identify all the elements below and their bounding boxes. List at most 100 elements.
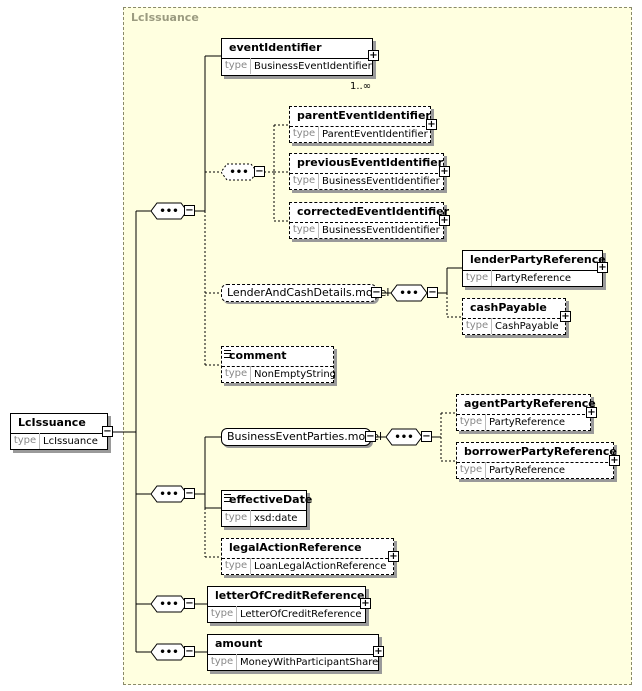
sequence-icon: ••• [150, 643, 189, 666]
minus-box-icon[interactable]: − [365, 431, 376, 442]
element-name: cashPayable [470, 301, 547, 314]
plus-box-icon[interactable]: + [368, 50, 379, 61]
plus-box-icon[interactable]: + [597, 262, 608, 273]
documentation-icon [224, 350, 231, 358]
minus-box-icon[interactable]: − [184, 488, 195, 499]
element-amount[interactable]: amount type MoneyWithParticipantShare [207, 634, 379, 671]
type-value: PartyReference [489, 417, 566, 428]
minus-box-icon[interactable]: − [254, 166, 265, 177]
model-business-event-parties[interactable]: BusinessEventParties.model [221, 428, 382, 446]
element-name: LcIssuance [18, 416, 86, 429]
model-lender-and-cash-details[interactable]: LenderAndCashDetails.model [221, 284, 389, 302]
plus-box-icon[interactable]: + [609, 455, 620, 466]
type-label: type [290, 222, 319, 238]
element-legal-action-reference[interactable]: legalActionReference type LoanLegalActio… [221, 538, 394, 575]
type-value: BusinessEventIdentifier [322, 176, 440, 187]
plus-box-icon[interactable]: + [586, 407, 597, 418]
model-label: BusinessEventParties.model [227, 430, 383, 443]
element-effective-date[interactable]: effectiveDate type xsd:date [221, 490, 312, 527]
element-name: eventIdentifier [229, 41, 322, 54]
element-event-identifier[interactable]: eventIdentifier type BusinessEventIdenti… [221, 38, 373, 76]
sequence-icon: ••• [385, 428, 424, 451]
svg-text:•••: ••• [399, 288, 418, 299]
element-lender-party-reference[interactable]: lenderPartyReference type PartyReference [462, 250, 606, 287]
minus-box-icon[interactable]: − [184, 598, 195, 609]
sequence-icon: ••• [390, 284, 429, 307]
element-parent-event-identifier[interactable]: parentEventIdentifier type ParentEventId… [289, 106, 431, 143]
type-value: xsd:date [254, 513, 298, 524]
svg-text:•••: ••• [159, 599, 178, 610]
type-label: type [222, 558, 251, 574]
plus-box-icon[interactable]: + [373, 646, 384, 657]
sequence-icon: ••• [150, 595, 189, 618]
type-label: type [463, 318, 492, 334]
type-label: type [463, 270, 492, 286]
element-name: previousEventIdentifier [297, 156, 444, 169]
documentation-icon [224, 494, 231, 502]
type-label: type [222, 510, 251, 526]
type-value: PartyReference [495, 273, 572, 284]
svg-text:•••: ••• [229, 167, 248, 178]
element-previous-event-identifier[interactable]: previousEventIdentifier type BusinessEve… [289, 153, 444, 190]
type-value: LoanLegalActionReference [254, 561, 387, 572]
element-comment[interactable]: comment type NonEmptyString [221, 346, 337, 383]
type-value: NonEmptyString [254, 369, 337, 380]
element-name: agentPartyReference [464, 397, 596, 410]
minus-box-icon[interactable]: − [371, 287, 382, 298]
minus-box-icon[interactable]: − [184, 646, 195, 657]
element-cash-payable[interactable]: cashPayable type CashPayable [462, 298, 566, 335]
minus-box-icon[interactable]: − [184, 205, 195, 216]
element-name: legalActionReference [229, 541, 362, 554]
element-name: correctedEventIdentifier [297, 205, 450, 218]
element-name: lenderPartyReference [470, 253, 606, 266]
plus-box-icon[interactable]: + [439, 215, 450, 226]
element-name: borrowerPartyReference [464, 445, 617, 458]
plus-box-icon[interactable]: + [560, 311, 571, 322]
type-label: type [222, 366, 251, 382]
svg-text:•••: ••• [159, 647, 178, 658]
plus-box-icon[interactable]: + [426, 119, 437, 130]
element-agent-party-reference[interactable]: agentPartyReference type PartyReference [456, 394, 596, 431]
type-label: type [208, 606, 237, 622]
type-value: CashPayable [495, 321, 559, 332]
minus-box-icon[interactable]: − [102, 426, 113, 437]
root-element-lcissuance[interactable]: LcIssuance type LcIssuance [10, 413, 108, 450]
group-title: LcIssuance [131, 11, 199, 24]
type-label: type [290, 173, 319, 189]
type-value: LetterOfCreditReference [240, 609, 362, 620]
element-borrower-party-reference[interactable]: borrowerPartyReference type PartyReferen… [456, 442, 617, 479]
minus-box-icon[interactable]: − [421, 431, 432, 442]
element-name: amount [215, 637, 263, 650]
type-value: MoneyWithParticipantShare [240, 657, 379, 668]
svg-text:•••: ••• [394, 432, 413, 443]
type-label: type [11, 433, 40, 449]
type-label: type [208, 654, 237, 670]
type-value: BusinessEventIdentifier [254, 61, 372, 72]
plus-box-icon[interactable]: + [360, 598, 371, 609]
type-value: PartyReference [489, 465, 566, 476]
sequence-icon: ••• [220, 163, 259, 186]
sequence-icon: ••• [150, 485, 189, 508]
plus-box-icon[interactable]: + [388, 551, 399, 562]
element-name: comment [229, 349, 287, 362]
element-name: effectiveDate [229, 493, 313, 506]
type-label: type [222, 58, 251, 74]
element-name: letterOfCreditReference [215, 589, 365, 602]
type-value: ParentEventIdentifier [322, 129, 428, 140]
type-label: type [457, 414, 486, 430]
model-label: LenderAndCashDetails.model [227, 286, 390, 299]
svg-text:•••: ••• [159, 489, 178, 500]
cardinality-label: 1..∞ [350, 81, 372, 92]
svg-text:•••: ••• [159, 206, 178, 217]
element-letter-of-credit-reference[interactable]: letterOfCreditReference type LetterOfCre… [207, 586, 366, 623]
type-value: BusinessEventIdentifier [322, 225, 440, 236]
type-label: type [457, 462, 486, 478]
element-corrected-event-identifier[interactable]: correctedEventIdentifier type BusinessEv… [289, 202, 449, 239]
minus-box-icon[interactable]: − [427, 287, 438, 298]
plus-box-icon[interactable]: + [439, 166, 450, 177]
sequence-icon: ••• [150, 202, 189, 225]
type-value: LcIssuance [43, 436, 98, 447]
type-label: type [290, 126, 319, 142]
